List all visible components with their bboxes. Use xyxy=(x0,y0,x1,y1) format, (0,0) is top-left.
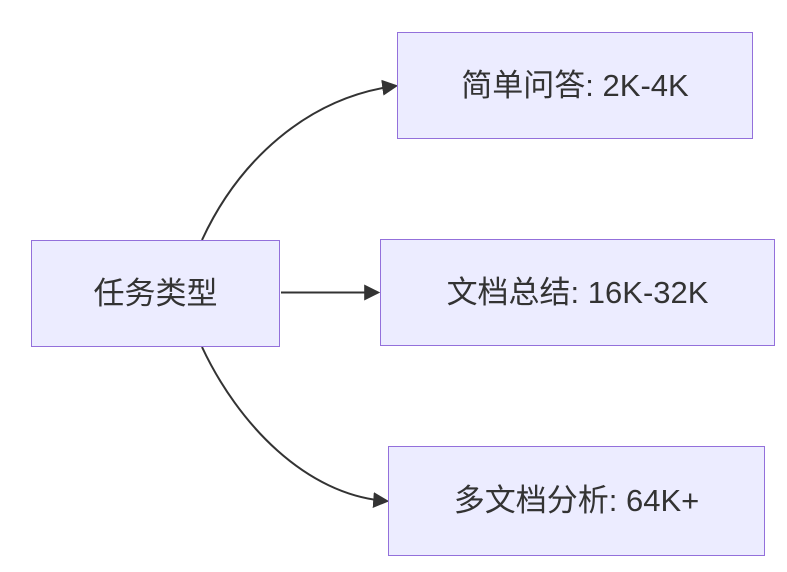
node-multi-doc-label: 多文档分析: 64K+ xyxy=(453,483,700,519)
node-task-type-label: 任务类型 xyxy=(93,275,218,311)
edge-task-to-multi-doc xyxy=(201,346,390,509)
node-simple-qa: 简单问答: 2K-4K xyxy=(397,32,753,139)
node-task-type: 任务类型 xyxy=(31,240,280,347)
node-multi-doc: 多文档分析: 64K+ xyxy=(388,446,765,556)
node-doc-summary: 文档总结: 16K-32K xyxy=(380,239,775,346)
edge-task-to-simple-qa xyxy=(201,79,399,241)
node-simple-qa-label: 简单问答: 2K-4K xyxy=(461,67,689,103)
node-doc-summary-label: 文档总结: 16K-32K xyxy=(446,274,709,310)
